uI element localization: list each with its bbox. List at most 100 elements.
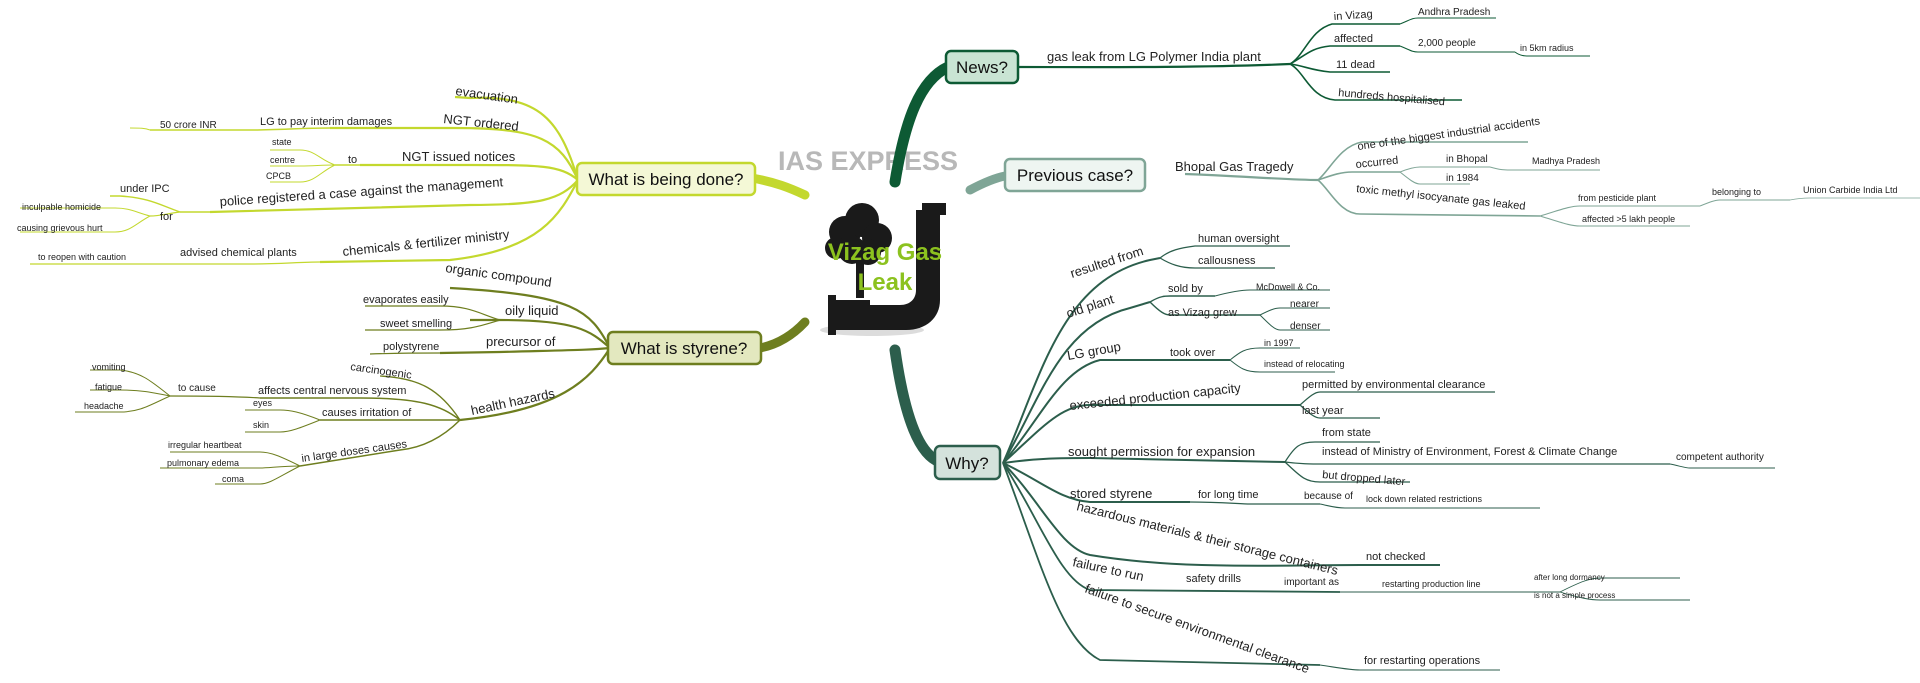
why-because: because of [1304, 491, 1353, 502]
topic-news-label: News? [956, 58, 1008, 77]
why-competent: competent authority [1676, 452, 1764, 463]
styrene-polystyrene: polystyrene [383, 341, 439, 353]
done-notices: NGT issued notices [402, 149, 516, 164]
done-hurt: causing grievous hurt [17, 223, 103, 233]
done-lgpay: LG to pay interim damages [260, 116, 393, 128]
done-cpcb: CPCB [266, 171, 291, 181]
why-nearer: nearer [1290, 299, 1320, 310]
why-sold: sold by [1168, 283, 1203, 295]
styrene-precursor: precursor of [486, 334, 556, 349]
previous-belonging: belonging to [1712, 187, 1761, 197]
styrene-large: in large doses causes [301, 438, 409, 465]
styrene-coma: coma [222, 474, 244, 484]
previous-main: Bhopal Gas Tragedy [1175, 159, 1294, 174]
previous-year: in 1984 [1446, 173, 1479, 184]
why-notchecked: not checked [1366, 551, 1425, 563]
why-denser: denser [1290, 321, 1321, 332]
previous-mp: Madhya Pradesh [1532, 156, 1600, 166]
topic-what-is-styrene[interactable] [606, 330, 763, 366]
why-took: took over [1170, 347, 1216, 359]
central-title-line2: Leak [858, 269, 913, 296]
topic-news[interactable] [944, 49, 1020, 85]
why-exceeded: exceeded production capacity [1069, 380, 1242, 413]
why-permitted: permitted by environmental clearance [1302, 379, 1485, 391]
previous-union: Union Carbide India Ltd [1803, 185, 1898, 195]
watermark: IAS EXPRESS [778, 146, 958, 176]
news-andhra: Andhra Pradesh [1418, 7, 1490, 18]
previous-occurred: occurred [1355, 155, 1399, 171]
topic-why[interactable] [933, 444, 1002, 481]
why-callous: callousness [1198, 255, 1256, 267]
done-evac: evacuation [455, 83, 519, 107]
why-grew: as Vizag grew [1168, 307, 1237, 319]
topic-previous-label: Previous case? [1017, 166, 1133, 185]
styrene-cns: affects central nervous system [258, 385, 406, 397]
branch-news [1018, 17, 1590, 101]
why-important: important as [1284, 577, 1339, 588]
done-homicide: inculpable homicide [22, 202, 101, 212]
previous-toxic: toxic methyl isocyanate gas leaked [1356, 183, 1526, 213]
news-affected: affected [1334, 33, 1373, 45]
why-stored: stored styrene [1070, 486, 1152, 501]
styrene-skin: skin [253, 420, 269, 430]
why-ministry: instead of Ministry of Environment, Fore… [1322, 446, 1617, 458]
why-dormancy: after long dormancy [1534, 573, 1605, 582]
why-1997: in 1997 [1264, 338, 1294, 348]
styrene-eyes: eyes [253, 398, 273, 408]
done-state: state [272, 137, 292, 147]
news-in-vizag: in Vizag [1333, 8, 1373, 23]
why-longtime: for long time [1198, 489, 1259, 501]
styrene-oily: oily liquid [505, 303, 558, 318]
done-reopen: to reopen with caution [38, 252, 126, 262]
why-restart: restarting production line [1382, 579, 1481, 589]
central-title-line1: Vizag Gas [828, 239, 942, 266]
styrene-evap: evaporates easily [363, 294, 449, 306]
trunk-done [747, 173, 810, 200]
done-centre: centre [270, 155, 295, 165]
why-restartops: for restarting operations [1364, 655, 1481, 667]
why-lockdown: lock down related restrictions [1366, 494, 1483, 504]
trunk-news [889, 61, 954, 188]
styrene-headache: headache [84, 401, 124, 411]
styrene-tocause: to cause [178, 383, 216, 394]
gas-leak-pipe-icon [820, 203, 946, 336]
branch-previous [1184, 141, 1920, 227]
styrene-irritation: causes irritation of [322, 407, 412, 419]
styrene-fatigue: fatigue [95, 382, 122, 392]
done-for: for [160, 211, 173, 223]
why-sought: sought permission for expansion [1068, 444, 1255, 459]
why-fromstate: from state [1322, 427, 1371, 439]
topic-why-label: Why? [945, 454, 988, 473]
styrene-edema: pulmonary edema [167, 458, 239, 468]
news-people: 2,000 people [1418, 38, 1476, 49]
topic-previous-case[interactable] [1003, 157, 1147, 193]
trunk-why [889, 344, 946, 468]
previous-biggest: one of the biggest industrial accidents [1357, 115, 1541, 153]
news-radius: in 5km radius [1520, 43, 1574, 53]
previous-lakh: affected >5 lakh people [1582, 214, 1675, 224]
styrene-heartbeat: irregular heartbeat [168, 440, 242, 450]
news-main: gas leak from LG Polymer India plant [1047, 49, 1261, 64]
news-dead: 11 dead [1336, 59, 1375, 71]
trunk-styrene [755, 317, 810, 353]
branch-styrene [75, 286, 611, 485]
previous-bhopal: in Bhopal [1446, 154, 1488, 165]
why-instead-relocating: instead of relocating [1264, 359, 1345, 369]
done-advised: advised chemical plants [180, 247, 297, 259]
why-lastyear: last year [1302, 405, 1344, 417]
why-mcd: McDowell & Co. [1256, 282, 1320, 292]
done-crore: 50 crore INR [160, 120, 217, 131]
styrene-organic: organic compound [445, 260, 553, 290]
news-hospitalised: hundreds hospitalised [1338, 87, 1446, 108]
topic-styrene-label: What is styrene? [621, 339, 748, 358]
why-simple: is not a simple process [1534, 591, 1615, 600]
why-drills: safety drills [1186, 573, 1242, 585]
why-dropped: but dropped later [1322, 469, 1406, 488]
styrene-carcino: carcinogenic [350, 361, 413, 382]
topic-what-is-being-done[interactable] [575, 161, 757, 197]
done-to: to [348, 154, 357, 166]
trunk-previous [965, 171, 1010, 195]
why-oversight: human oversight [1198, 233, 1279, 245]
done-ngt: NGT ordered [443, 111, 520, 134]
